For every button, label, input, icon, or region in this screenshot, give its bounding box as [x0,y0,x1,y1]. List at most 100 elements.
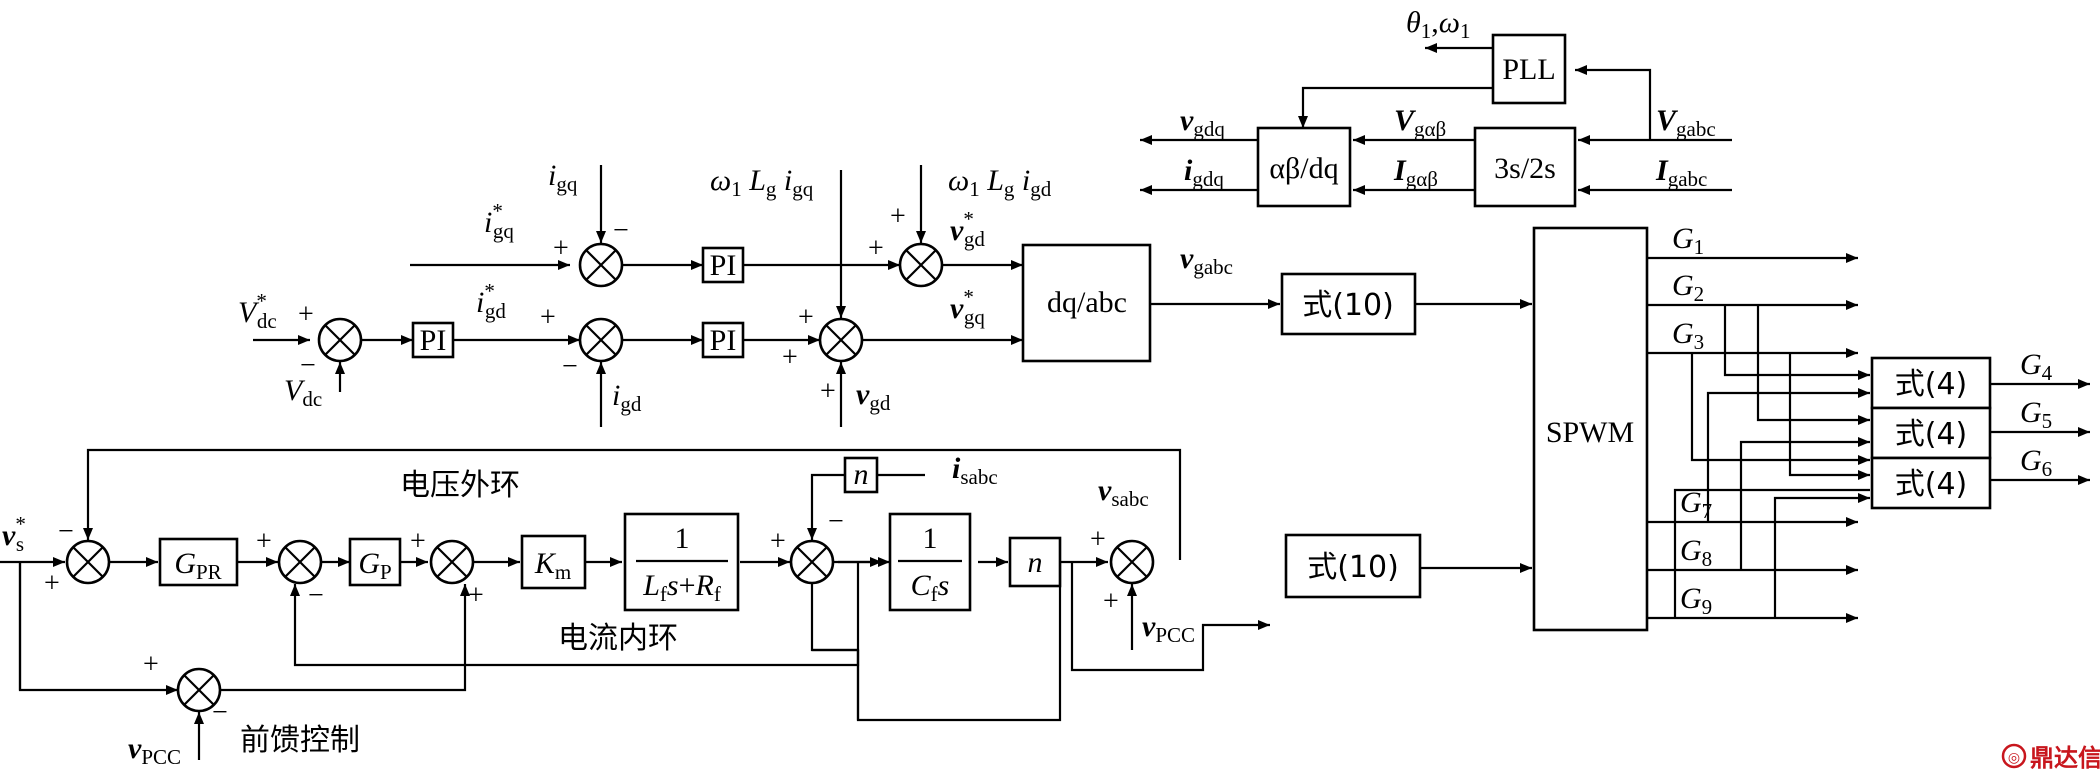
label-igab: Igαβ [1393,154,1438,191]
sum-junction-v4 [789,539,835,585]
summing-junctions [65,242,1155,713]
svg-text:+: + [143,649,159,680]
label-igq: igq [548,159,578,196]
svg-text:−: − [212,697,228,728]
eq10-upper-label: 式(10) [1302,288,1394,323]
label-igq-ref: i*gq [484,199,514,243]
n-block-lower [1008,536,1062,588]
label-vpcc-right: vPCC [1142,610,1195,647]
sum-junction-v5 [1109,539,1155,585]
eq4-block-2 [1870,406,1992,460]
plant-lf-num: 1 [675,522,690,555]
spwm-block [1532,226,1649,632]
three-to-two-label: 3s/2s [1494,152,1556,185]
svg-text:+: + [256,526,272,557]
label-igd: igd [612,379,642,416]
pi-q-label: PI [710,249,737,282]
svg-text:−: − [308,580,324,611]
svg-text:−: − [300,350,316,381]
svg-text:+: + [770,526,786,557]
eq4-block-1 [1870,356,1992,410]
sum-junction-d2 [818,317,864,363]
plant-cf-den: Cfs [911,569,950,606]
eq4-label-2: 式(4) [1895,417,1968,452]
svg-text:−: − [828,506,844,537]
label-g3: G3 [1672,317,1704,354]
pi-block-dc [411,321,455,359]
label-vpcc-left: vPCC [128,732,181,769]
pi-dc-label: PI [420,324,447,357]
label-w1lgigd: ω1 Lg igd [948,164,1052,201]
sum-junction-q1 [578,242,624,288]
label-g9: G9 [1680,582,1712,619]
label-feedforward: 前馈控制 [240,723,360,758]
svg-text:+: + [890,201,906,232]
label-g7: G7 [1680,486,1712,523]
svg-text:+: + [1103,586,1119,617]
n-upper-label: n [854,458,869,491]
label-igd-ref: i*gd [476,279,506,323]
blocks: PLL αβ/dq 3s/2s PI PI PI dq/abc 式(10) SP… [158,33,1992,632]
signal-labels: θ1,ω1 vgdq igdq Vgαβ Igαβ Vgabc Igabc ig… [2,6,2053,769]
svg-text:+: + [798,302,814,333]
sum-junction-v1 [65,539,111,585]
eq4-label-3: 式(4) [1895,467,1968,502]
label-vgabc-in: Vgabc [1656,104,1716,141]
label-vgab: Vgαβ [1394,104,1446,141]
gp-block [348,537,402,587]
pll-label: PLL [1502,53,1555,86]
label-vgd-ref: v*gd [950,207,985,251]
label-w1lgigq: ω1 Lg igq [710,164,814,201]
svg-text:+: + [468,580,484,611]
eq10-lower-block [1284,533,1422,599]
label-vdc: Vdc [284,374,322,411]
label-vsabc: vsabc [1098,474,1149,511]
ab-dq-block [1256,126,1352,208]
label-vgabc: vgabc [1180,242,1233,279]
label-g6: G6 [2020,444,2052,481]
svg-text:−: − [613,215,629,246]
label-g1: G1 [1672,222,1704,259]
label-vdc-ref: V*dc [238,289,277,333]
three-to-two-block [1473,126,1577,208]
svg-text:−: − [562,351,578,382]
km-block [520,534,587,590]
svg-text:−: − [58,516,74,547]
label-vgdq: vgdq [1180,104,1225,141]
watermark-text: 鼎达信 [2030,744,2100,772]
n-block-upper [843,456,879,494]
pi-block-d [701,321,745,359]
ab-dq-label: αβ/dq [1269,152,1338,185]
gpr-label: GPR [174,547,221,584]
svg-text:+: + [410,526,426,557]
spwm-label: SPWM [1546,416,1634,449]
pi-block-q [701,246,745,284]
svg-text:+: + [540,302,556,333]
label-vgd: vgd [856,378,891,415]
label-vs-ref: v*s [2,512,26,556]
eq4-block-3 [1870,456,1992,510]
sum-junction-v3 [429,539,475,585]
sum-junction-v2 [277,539,323,585]
label-g8: G8 [1680,534,1712,571]
eq10-upper-block [1280,272,1417,336]
label-vgq-ref: v*gq [950,285,985,329]
label-current-inner-loop: 电流内环 [558,621,678,656]
label-g4: G4 [2020,348,2053,385]
km-label: Km [534,547,571,584]
label-g5: G5 [2020,396,2052,433]
pi-d-label: PI [710,324,737,357]
sum-junction-d1 [578,317,624,363]
label-voltage-outer-loop: 电压外环 [400,468,520,503]
dq-abc-label: dq/abc [1047,286,1127,319]
label-theta-omega: θ1,ω1 [1406,6,1470,43]
svg-text:+: + [298,299,314,330]
gpr-block [158,537,239,587]
plant-cf-num: 1 [923,522,938,555]
sum-junction-dc [317,317,363,363]
eq4-label-1: 式(4) [1895,367,1968,402]
label-igdq: igdq [1184,154,1224,191]
svg-text:+: + [44,568,60,599]
eq10-lower-label: 式(10) [1307,550,1399,585]
sum-junction-q2 [898,242,944,288]
